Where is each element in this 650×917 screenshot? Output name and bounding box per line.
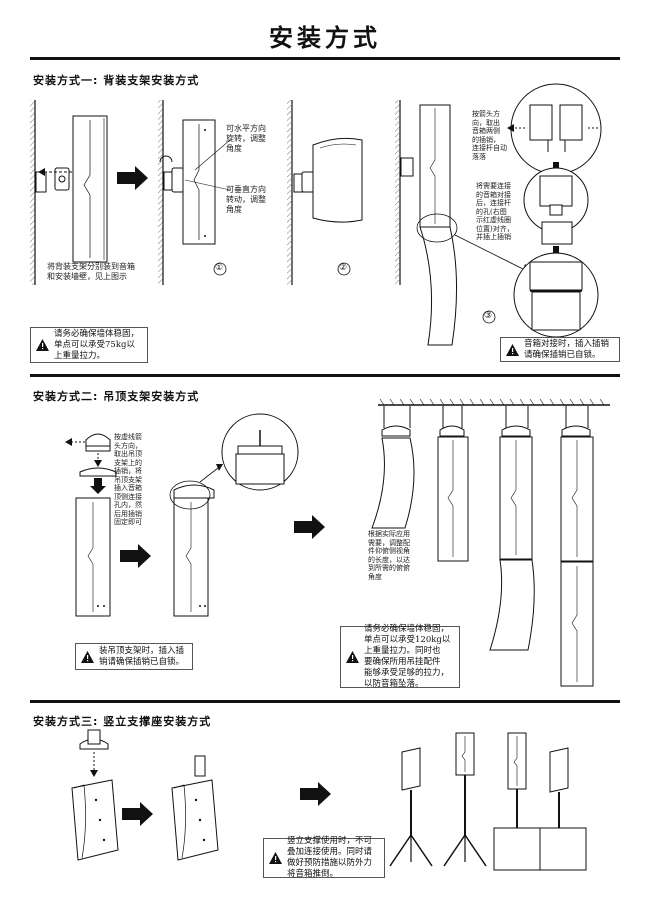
warning-text-stand: 竖立支撑使用时，不可 叠加连接使用。同时请 做好预防措施以防外力 将音箱推倒。 bbox=[287, 836, 373, 879]
warning-text-ceiling-pin: 装吊顶支架时，插入插 销请确保插销已自锁。 bbox=[99, 645, 185, 667]
warning-icon bbox=[269, 852, 282, 864]
warning-text-ceiling-load: 请务必确保墙体稳固， 单点可以承受120kg以 上重量拉力。同时也 要确保所用吊… bbox=[364, 624, 451, 689]
note-adjust-angle: 根据实际应用 需要，调整配 件仰俯侧视角 的长度，以达 到所需的俯俯 角度 bbox=[368, 530, 410, 581]
detail-circle-bottom bbox=[513, 252, 599, 338]
note-bracket-install: 将背装支架分别装到音箱 和安装墙壁，见上图示 bbox=[47, 262, 135, 281]
arrow-stand-2 bbox=[300, 782, 331, 806]
warning-icon bbox=[81, 650, 94, 663]
warning-box-ceiling-pin: 装吊顶支架时，插入插 销请确保插销已自锁。 bbox=[75, 643, 193, 670]
note-remove-pin: 按箭头方 向，取出 音箱两侧 的插销， 连接杆自动 落落 bbox=[472, 110, 507, 161]
detail-circle-middle bbox=[523, 167, 589, 233]
warning-icon bbox=[506, 343, 519, 356]
note-horizontal-rotate: 可水平方向 旋转，调整 角度 bbox=[226, 124, 266, 153]
speaker-2 bbox=[182, 119, 216, 245]
divider-section3 bbox=[30, 700, 620, 703]
step-1-label: ① bbox=[214, 263, 224, 273]
section1-heading: 安装方式一: 背装支架安装方式 bbox=[33, 74, 200, 87]
ceiling-bracket-part bbox=[65, 433, 111, 452]
warning-text-wall: 请务必确保墙体稳固， 单点可以承受75kg以 上重量拉力。 bbox=[54, 328, 140, 361]
hanging-array-3 bbox=[489, 406, 535, 651]
warning-text-pin-lock: 音箱对接时，插入插销 请确保插销已自锁。 bbox=[524, 338, 610, 360]
warning-icon bbox=[346, 651, 359, 663]
speaker-array-wall bbox=[419, 104, 458, 346]
tripod-stand-2 bbox=[443, 732, 487, 867]
subwoofer-stand-2 bbox=[539, 747, 587, 871]
hanging-array-4 bbox=[560, 406, 594, 687]
tripod-stand-1 bbox=[389, 747, 433, 867]
note-vertical-rotate: 可垂直方向 转动，调整 角度 bbox=[226, 185, 266, 214]
speaker-hang-2 bbox=[173, 484, 215, 617]
divider-top bbox=[30, 57, 620, 60]
speaker-hang-1 bbox=[75, 497, 111, 617]
warning-box-ceiling-load: 请务必确保墙体稳固， 单点可以承受120kg以 上重量拉力。同时也 要确保所用吊… bbox=[340, 624, 460, 689]
step-2-label: ② bbox=[338, 263, 348, 273]
speaker-3 bbox=[312, 137, 363, 223]
divider-section2 bbox=[30, 374, 620, 377]
wall-1 bbox=[30, 100, 35, 285]
section2-heading: 安装方式二: 吊顶支架安装方式 bbox=[33, 390, 200, 403]
stand-pole-top bbox=[79, 729, 109, 750]
subwoofer-stand-1 bbox=[493, 732, 541, 871]
warning-box-pin-lock: 音箱对接时，插入插销 请确保插销已自锁。 bbox=[500, 337, 620, 362]
detail-circle-top bbox=[507, 83, 602, 175]
arrow-hang-1 bbox=[120, 544, 151, 568]
warning-box-wall: 请务必确保墙体稳固， 单点可以承受75kg以 上重量拉力。 bbox=[30, 327, 148, 363]
speaker-stand-1 bbox=[71, 779, 119, 861]
wall-bracket-1 bbox=[35, 167, 70, 193]
section3-heading: 安装方式三: 竖立支撑座安装方式 bbox=[33, 715, 212, 728]
hanging-array-1 bbox=[371, 406, 415, 529]
warning-icon bbox=[36, 339, 49, 351]
arrow-stand-1 bbox=[122, 802, 153, 826]
speaker-stand-2 bbox=[171, 755, 219, 861]
detail-circle-ceiling bbox=[221, 413, 299, 491]
hanging-array-2 bbox=[437, 406, 469, 562]
arrow-hang-2 bbox=[294, 515, 325, 539]
warning-box-stand: 竖立支撑使用时，不可 叠加连接使用。同时请 做好预防措施以防外力 将音箱推倒。 bbox=[263, 836, 385, 879]
speaker-1 bbox=[72, 115, 108, 263]
page-title: 安装方式 bbox=[269, 24, 381, 52]
arrow-1 bbox=[117, 166, 148, 190]
note-align-holes: 将需要连接 的音箱对接 后，连接杆 的孔(右图 示红虚线圈 位置)对齐， 并插上… bbox=[476, 182, 514, 241]
note-ceiling-pin: 按虚线箭 头方向， 取出吊顶 支架上的 插销，将 吊顶支架 插入音箱 顶侧连接 … bbox=[114, 433, 142, 526]
step-3-label: ③ bbox=[483, 311, 493, 321]
